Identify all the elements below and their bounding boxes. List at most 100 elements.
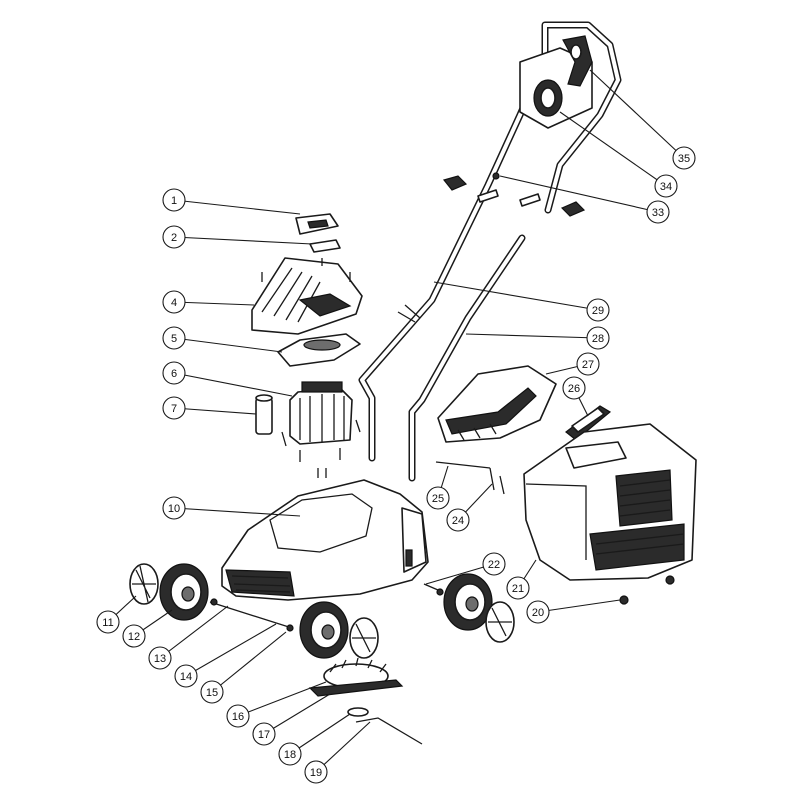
callout-number-27: 27 — [582, 359, 594, 371]
switch-lever — [562, 35, 593, 87]
callout-circle-25 — [426, 486, 450, 510]
callout-circle-5 — [162, 326, 186, 350]
leader-line-6 — [173, 372, 293, 397]
capacitor — [255, 394, 273, 435]
grass-box-lid — [437, 365, 557, 443]
blade-bolt — [355, 717, 423, 745]
callout-number-26: 26 — [568, 383, 580, 395]
callout-27: 27 — [545, 352, 600, 376]
rear-wheel-bolt — [423, 583, 444, 596]
callout-circle-10 — [162, 496, 186, 520]
callout-circle-4 — [162, 290, 186, 314]
callout-number-20: 20 — [532, 607, 544, 619]
leader-line-13 — [159, 605, 229, 659]
callout-12: 12 — [122, 609, 173, 648]
callout-circle-33 — [646, 200, 670, 224]
wheel-rear — [443, 573, 493, 631]
grass-box-feet — [619, 575, 675, 605]
blade-washer — [347, 707, 369, 717]
callout-34: 34 — [559, 111, 678, 198]
callout-circle-15 — [200, 680, 224, 704]
callout-circle-22 — [482, 552, 506, 576]
callout-1: 1 — [162, 188, 301, 215]
callout-circle-35 — [672, 146, 696, 170]
callout-circle-20 — [526, 600, 550, 624]
callout-number-35: 35 — [678, 153, 690, 165]
leader-line-7 — [173, 407, 257, 415]
leader-line-5 — [173, 337, 283, 353]
leader-line-22 — [425, 563, 495, 585]
leader-line-17 — [263, 693, 331, 735]
callout-number-11: 11 — [102, 617, 113, 629]
callout-layer: 1245671011121314151617181920212224252627… — [96, 69, 696, 784]
lower-handle — [408, 234, 526, 482]
callout-number-17: 17 — [258, 729, 270, 741]
motor-cover — [251, 257, 363, 335]
callout-4: 4 — [162, 290, 255, 314]
callout-circle-21 — [506, 576, 530, 600]
callout-number-33: 33 — [652, 207, 664, 219]
grass-box-vents — [589, 469, 685, 571]
cable-clip — [309, 239, 341, 253]
rear-axle-rod — [435, 461, 505, 495]
callout-19: 19 — [304, 721, 371, 784]
callout-number-12: 12 — [128, 631, 140, 643]
front-axle — [209, 598, 294, 632]
callout-15: 15 — [200, 631, 287, 704]
callout-number-7: 7 — [171, 403, 177, 415]
blade — [308, 679, 404, 697]
wheel-front-left — [159, 563, 209, 621]
callout-number-34: 34 — [660, 181, 672, 193]
leader-line-14 — [185, 623, 277, 677]
callout-10: 10 — [162, 496, 301, 520]
callout-number-13: 13 — [154, 653, 166, 665]
callout-circle-14 — [174, 664, 198, 688]
callout-18: 18 — [278, 713, 351, 766]
callout-26: 26 — [562, 376, 589, 417]
callout-14: 14 — [174, 623, 277, 688]
leader-line-33 — [499, 175, 659, 213]
callout-circle-6 — [162, 361, 186, 385]
callout-number-19: 19 — [310, 767, 322, 779]
callout-20: 20 — [526, 599, 621, 624]
leader-line-10 — [173, 507, 301, 517]
callout-number-28: 28 — [592, 333, 604, 345]
callout-28: 28 — [465, 326, 610, 350]
callout-circle-34 — [654, 174, 678, 198]
leader-line-4 — [173, 301, 255, 306]
callout-number-1: 1 — [171, 195, 177, 207]
callout-number-10: 10 — [168, 503, 180, 515]
callout-circle-12 — [122, 624, 146, 648]
callout-circle-2 — [162, 225, 186, 249]
callout-2: 2 — [162, 225, 313, 249]
callout-circle-13 — [148, 646, 172, 670]
callout-number-4: 4 — [171, 297, 177, 309]
leader-line-1 — [173, 199, 301, 215]
callout-number-5: 5 — [171, 333, 177, 345]
callout-25: 25 — [426, 465, 450, 510]
callout-circle-7 — [162, 396, 186, 420]
leader-line-15 — [211, 631, 287, 693]
callout-number-24: 24 — [452, 515, 464, 527]
hubcap-front-right — [349, 617, 379, 659]
callout-circle-27 — [576, 352, 600, 376]
callout-35: 35 — [589, 69, 696, 170]
callout-circle-16 — [226, 704, 250, 728]
callout-circle-18 — [278, 742, 302, 766]
motor-seal — [277, 333, 361, 367]
callout-number-6: 6 — [171, 368, 177, 380]
leader-line-28 — [465, 333, 599, 339]
deck — [221, 479, 429, 601]
callout-circle-19 — [304, 760, 328, 784]
callout-24: 24 — [446, 483, 493, 532]
motor — [281, 381, 361, 462]
callout-circle-11 — [96, 610, 120, 634]
leader-line-18 — [289, 713, 351, 755]
cable-cover — [295, 213, 339, 235]
callout-number-15: 15 — [206, 687, 218, 699]
handle-knob-left — [442, 175, 468, 191]
hubcap-rear — [485, 601, 515, 643]
callout-circle-24 — [446, 508, 470, 532]
callout-29: 29 — [433, 281, 610, 322]
callout-circle-17 — [252, 722, 276, 746]
